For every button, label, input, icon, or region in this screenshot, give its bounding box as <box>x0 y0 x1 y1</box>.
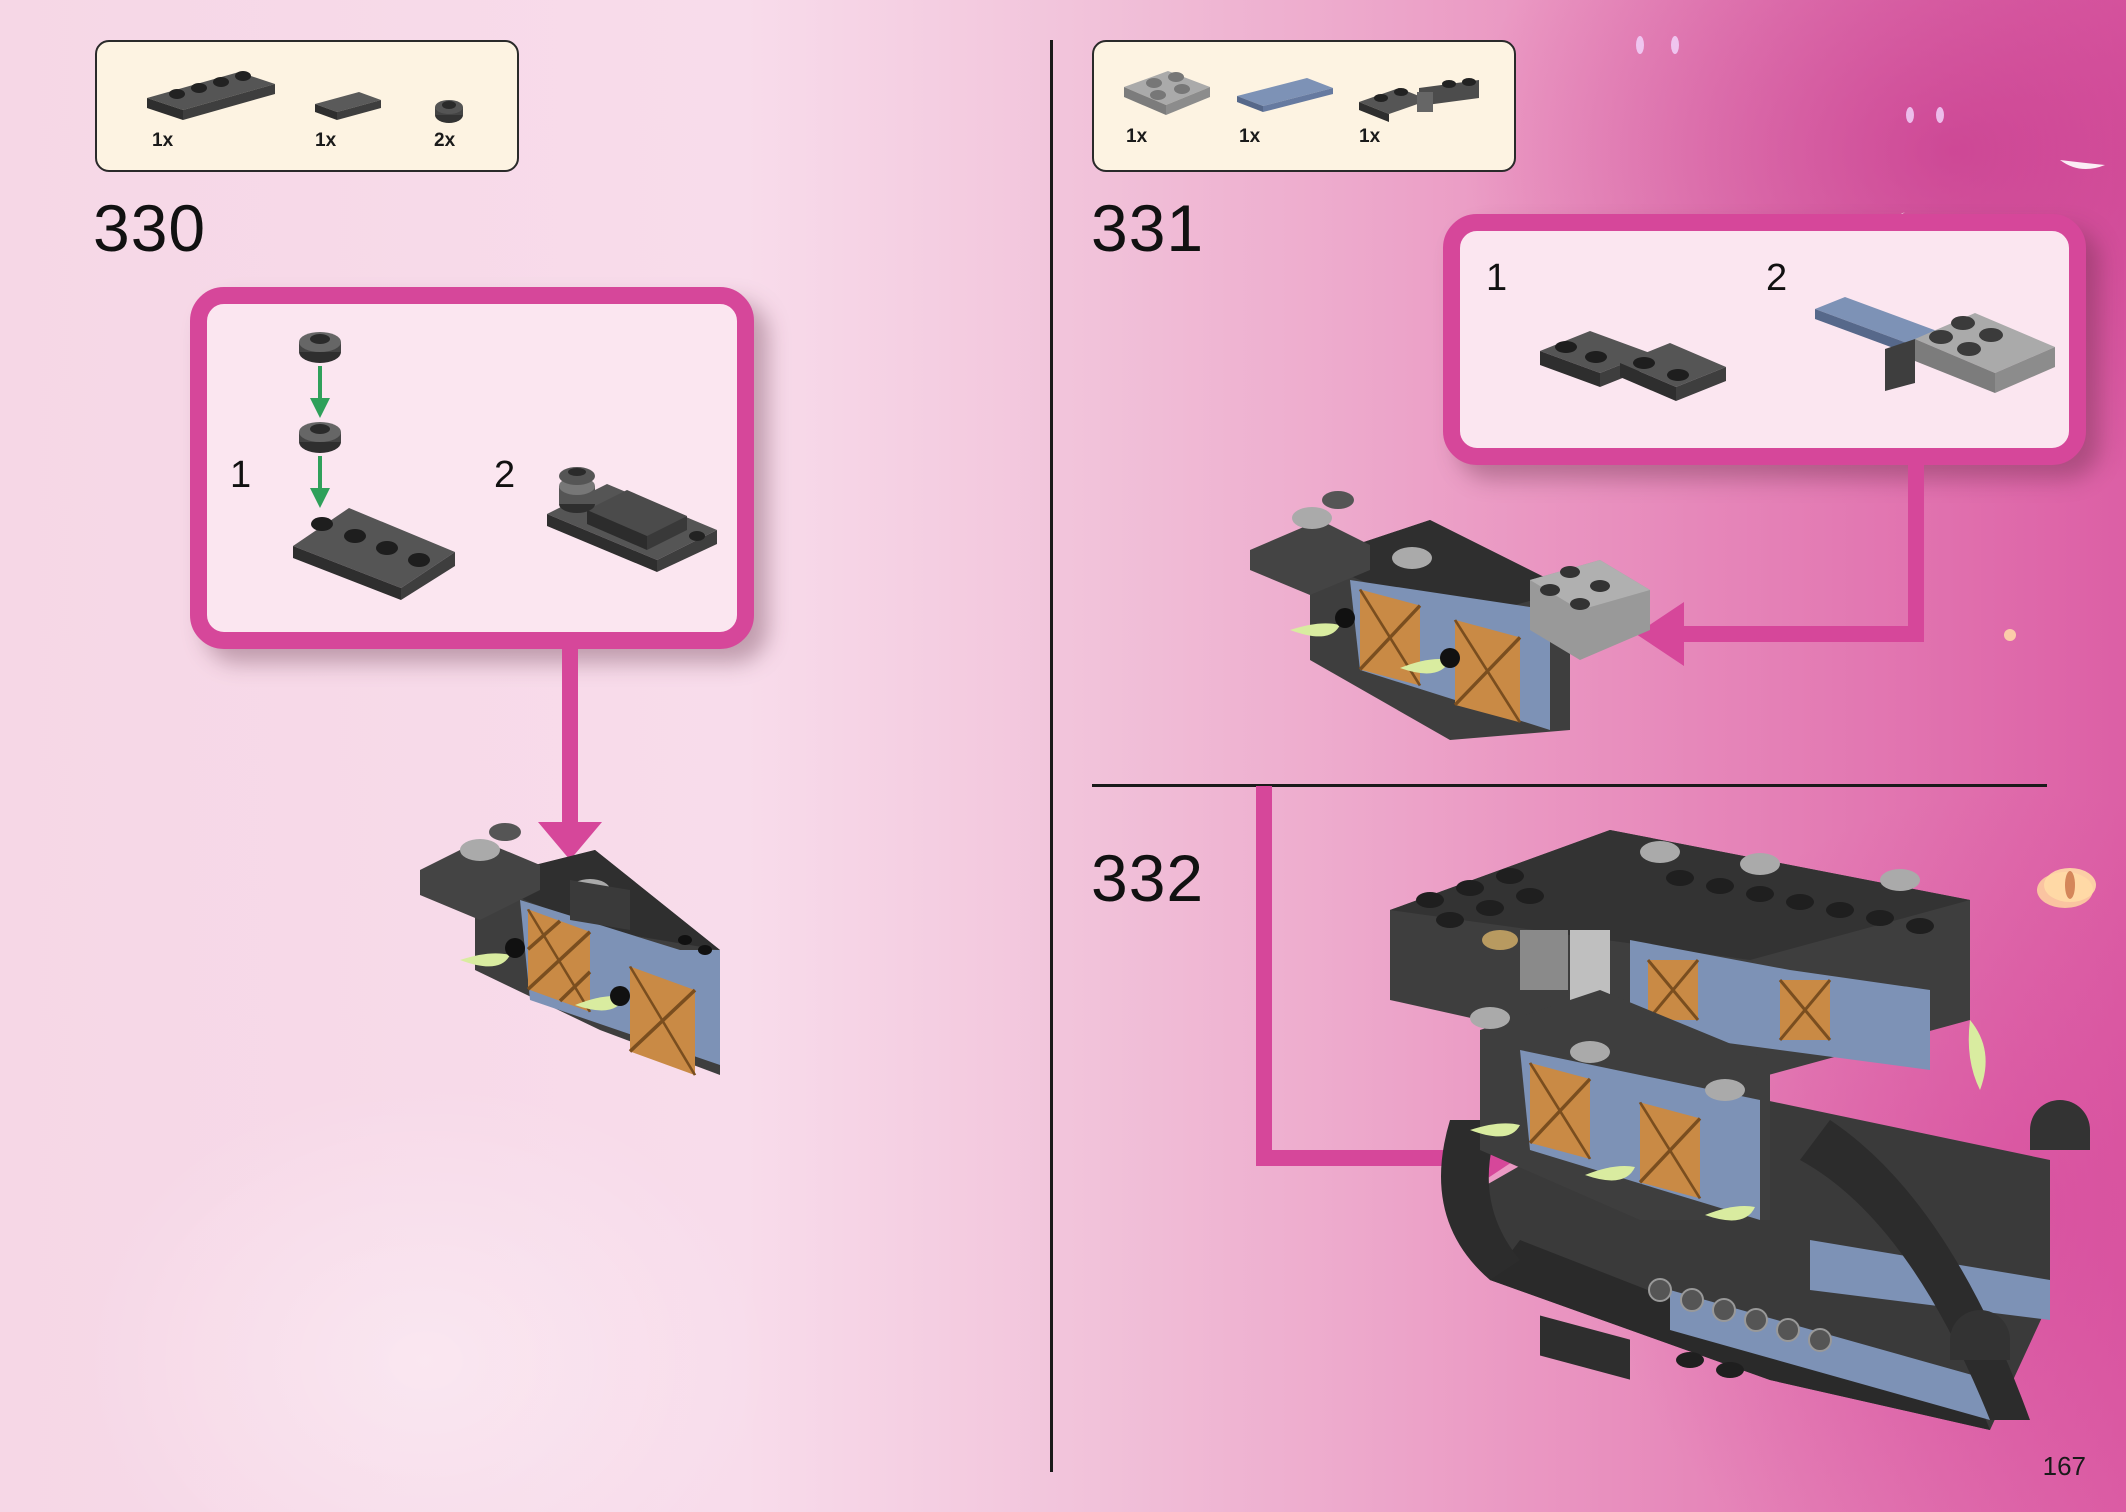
qty-label: 1x <box>1359 126 1381 147</box>
parts-list-331: 1x 1x 1x <box>1092 40 1516 172</box>
plate-2x2-light-icon <box>1124 71 1210 115</box>
step-divider <box>1092 784 2047 787</box>
arrow-330 <box>562 648 578 828</box>
page-divider <box>1050 40 1053 1472</box>
model-332 <box>1390 830 2090 1430</box>
substep-number: 1 <box>1486 257 1508 299</box>
arrow-331 <box>1680 626 1924 642</box>
assembly-substep-icon <box>1540 331 1726 401</box>
substep-number: 2 <box>1766 257 1788 299</box>
callout-330: 1 2 <box>190 287 754 649</box>
arrow-332 <box>1256 1150 1476 1166</box>
qty-label: 1x <box>1126 126 1148 147</box>
callout-331: 1 2 <box>1443 214 2086 465</box>
step-number-331: 331 <box>1091 191 1205 265</box>
model-330 <box>420 823 720 1076</box>
qty-label: 1x <box>315 130 337 151</box>
qty-label: 1x <box>1239 126 1261 147</box>
parts-list-330: 1x 1x 2x <box>95 40 519 172</box>
page-number: 167 <box>2042 1451 2086 1481</box>
assembly-substep-icon <box>547 467 717 572</box>
arrow-331 <box>1908 462 1924 642</box>
round-plate-icon <box>435 100 463 123</box>
tile-1x2-icon <box>315 92 381 120</box>
qty-label: 2x <box>434 130 456 151</box>
assembly-substep-icon <box>293 332 455 600</box>
tile-1x4-blue-icon <box>1237 78 1333 112</box>
hinge-plate-icon <box>1359 78 1479 122</box>
qty-label: 1x <box>152 130 174 151</box>
arrow-head-icon <box>1636 602 1684 666</box>
arrow-head-icon <box>538 822 602 860</box>
substep-number: 2 <box>494 454 516 496</box>
plate-1x4-icon <box>147 71 275 120</box>
model-331 <box>1250 491 1650 740</box>
step-number-332: 332 <box>1091 841 1205 915</box>
assembly-substep-icon <box>1815 297 2055 393</box>
step-number-330: 330 <box>93 191 207 265</box>
arrow-332 <box>1256 786 1272 1166</box>
eye-glow-icon <box>2044 868 2096 902</box>
substep-number: 1 <box>230 454 252 496</box>
